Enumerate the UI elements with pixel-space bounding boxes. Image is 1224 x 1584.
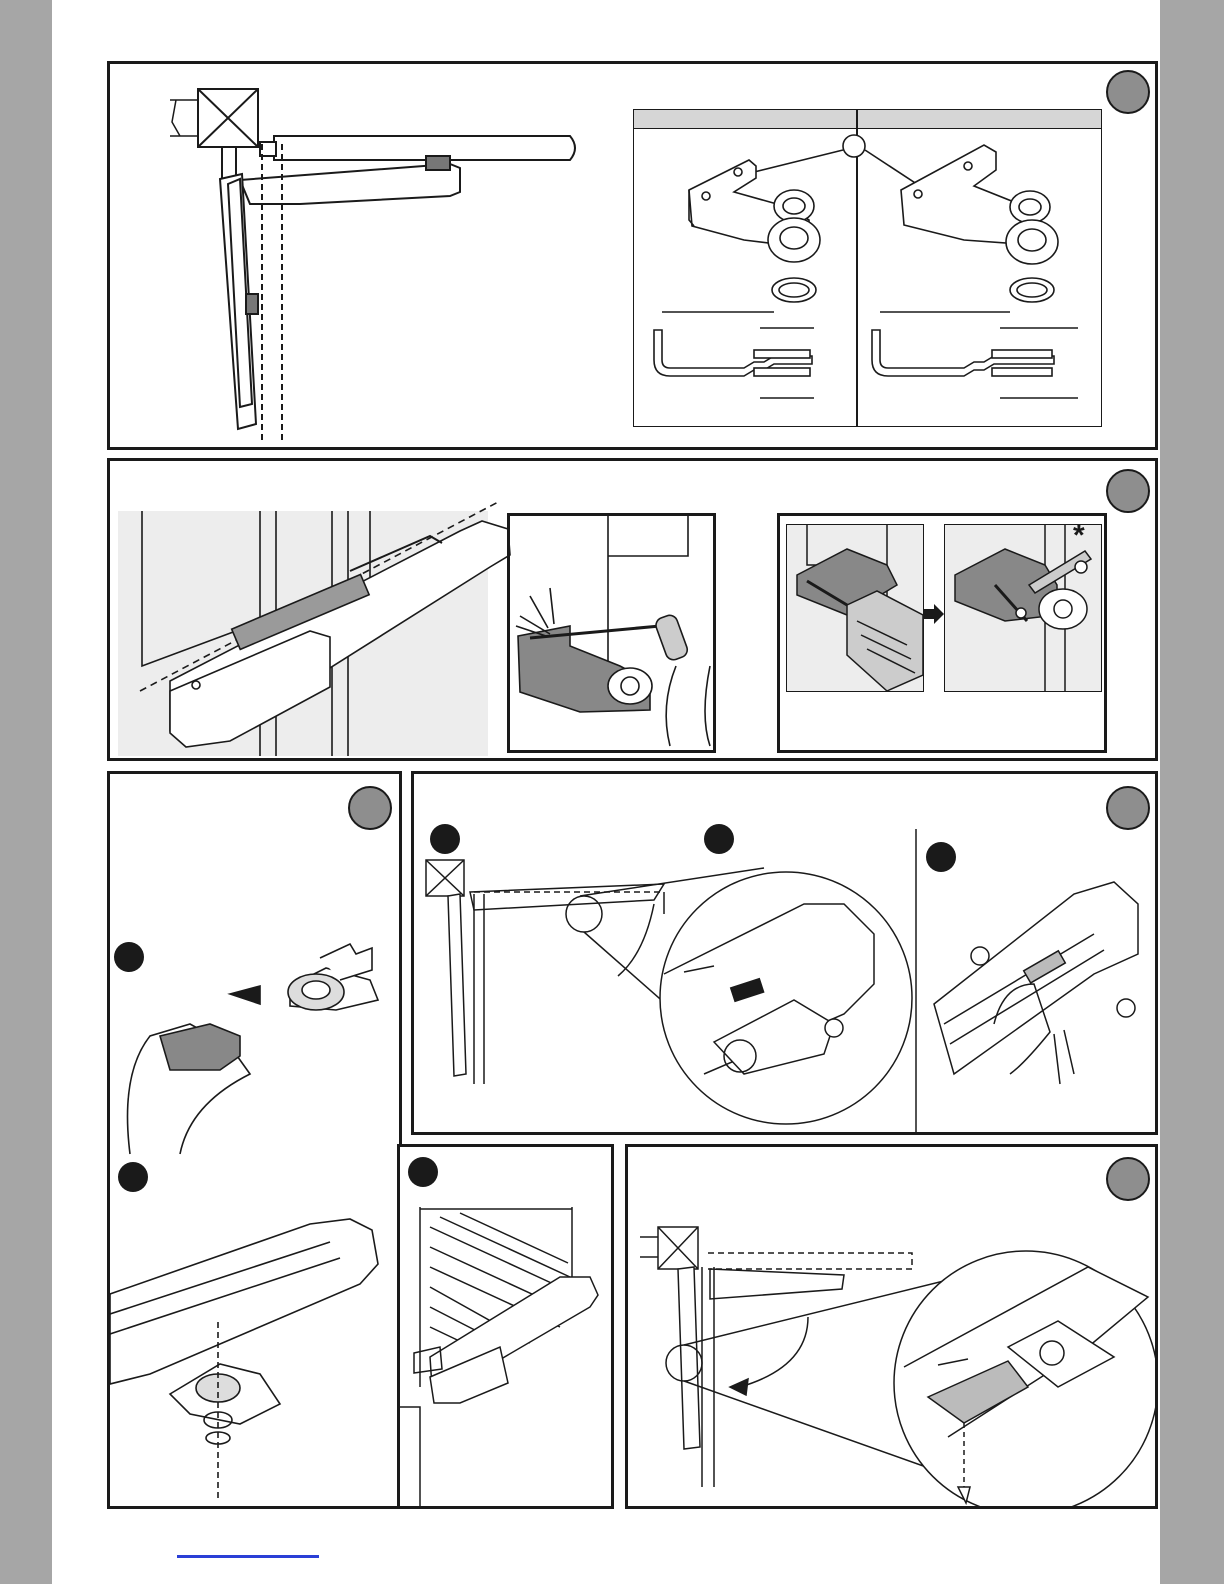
sub-drill xyxy=(786,524,924,692)
bracket-drawings xyxy=(634,110,1100,425)
fixing-symbol: * xyxy=(1073,519,1085,553)
arrow-right-icon xyxy=(924,604,944,624)
panel-closing-stop xyxy=(625,1144,1158,1509)
drill-icon xyxy=(787,525,923,691)
panel-release-fork xyxy=(107,771,402,1509)
manual-page: * xyxy=(52,0,1160,1584)
panel-stop-adjustment xyxy=(411,771,1158,1135)
hammer-icon xyxy=(510,516,713,750)
panel-motor-mounting xyxy=(397,1144,614,1509)
sub-fixing: * xyxy=(944,524,1102,692)
footer-link-underline[interactable] xyxy=(177,1555,319,1558)
panel-bracket-fixing: * xyxy=(107,458,1158,761)
stop-adjust-drawing xyxy=(414,774,1155,1132)
fork-and-motor-drawing xyxy=(110,774,399,1506)
inset-marking xyxy=(507,513,716,753)
inset-drilling: * xyxy=(777,513,1107,753)
bracket-table xyxy=(633,109,1102,427)
panel-bracket-selection xyxy=(107,61,1158,450)
gate-with-motor-drawing xyxy=(400,1147,611,1506)
closing-stop-drawing xyxy=(628,1147,1155,1506)
